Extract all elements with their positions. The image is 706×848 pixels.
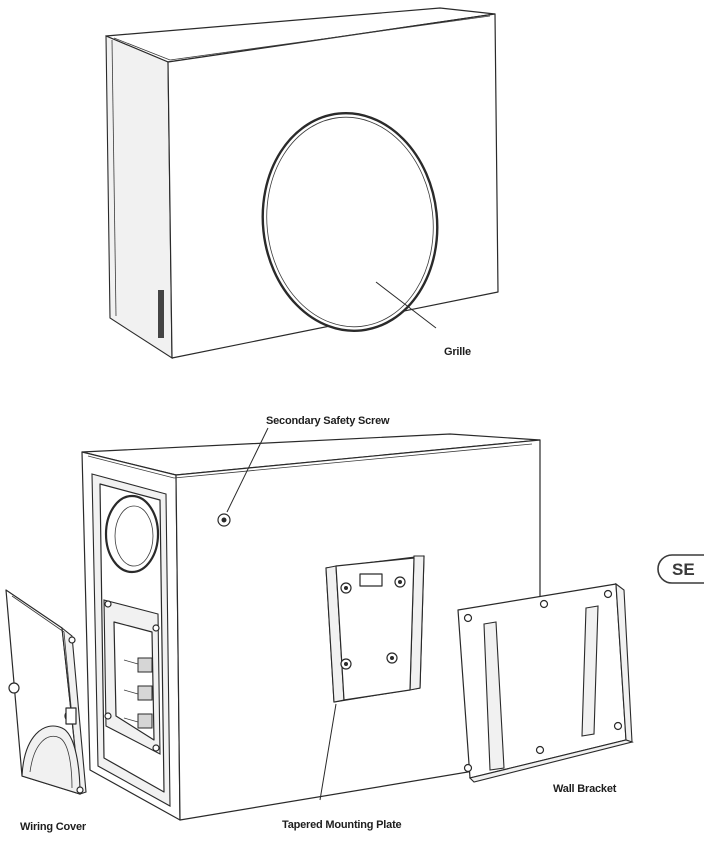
mounting-plate-leader-line [319, 703, 337, 801]
bass-port [104, 494, 160, 574]
grille [261, 112, 439, 332]
safety-screw-leader-line [226, 427, 269, 513]
se-badge: SE [657, 554, 704, 584]
tapered-mounting-plate [325, 555, 425, 703]
wiring-cover-label: Wiring Cover [20, 821, 87, 833]
binding-posts [123, 657, 153, 729]
se-badge-text: SE [672, 560, 695, 579]
grille-leader-line [375, 281, 437, 329]
speaker-front-view: Grille [105, 7, 499, 360]
speaker-rear-view: Secondary Safety Screw Tapered Mounting … [81, 415, 541, 831]
wiring-cover [5, 589, 87, 795]
secondary-safety-screw-label: Secondary Safety Screw [266, 415, 390, 427]
grille-label: Grille [444, 346, 471, 358]
side-logo [158, 290, 164, 338]
wall-bracket-label: Wall Bracket [553, 783, 617, 795]
tapered-mounting-plate-label: Tapered Mounting Plate [282, 819, 402, 831]
wall-bracket [457, 582, 634, 783]
